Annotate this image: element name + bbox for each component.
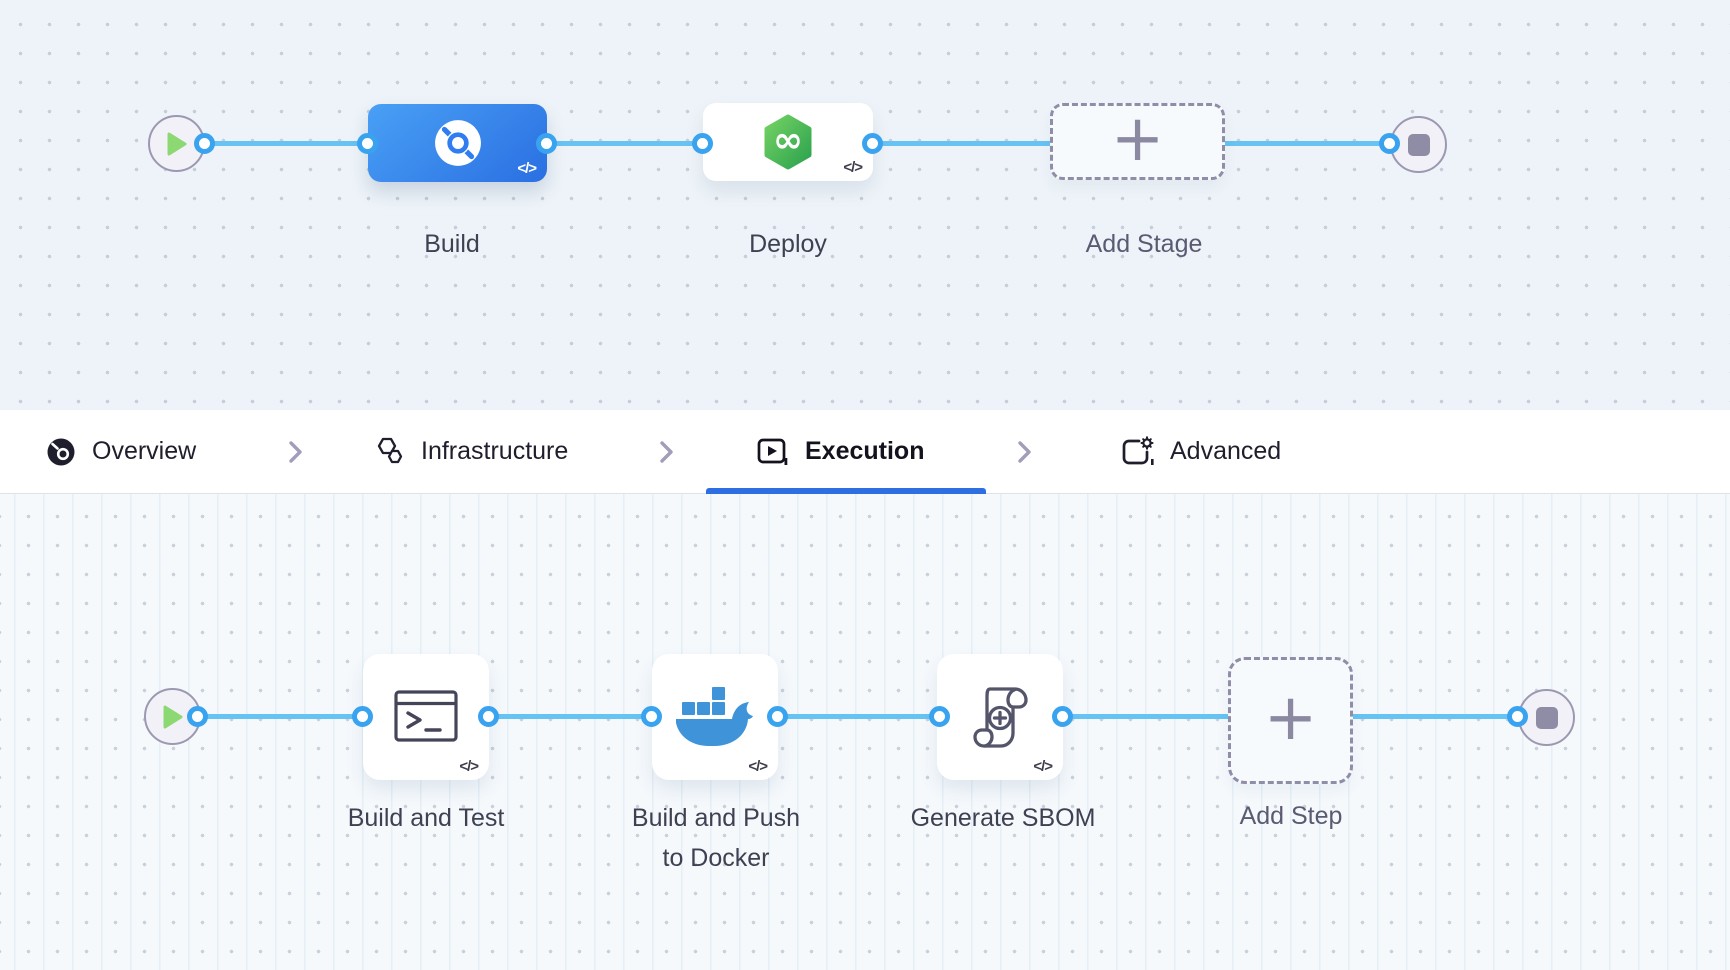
port-dot[interactable] [352, 706, 373, 727]
chevron-right-icon [287, 410, 305, 493]
harness-ci-icon [434, 120, 481, 166]
step-label-build-and-test: Build and Test [347, 804, 505, 832]
tab-label: Overview [92, 437, 197, 465]
infrastructure-icon [377, 437, 403, 463]
stage-label-add-stage: Add Stage [1085, 230, 1203, 258]
overview-icon [47, 438, 75, 465]
port-dot[interactable] [1379, 133, 1400, 154]
step-card-build-and-test[interactable]: </> [363, 654, 489, 780]
step-label-generate-sbom: Generate SBOM [910, 804, 1096, 832]
plus-icon: + [1110, 101, 1165, 176]
stop-icon [1535, 706, 1558, 729]
harness-cd-icon: ∞ [762, 114, 814, 170]
sbom-scroll-icon [973, 687, 1028, 748]
port-dot[interactable] [767, 706, 788, 727]
code-view-icon[interactable]: </> [843, 159, 863, 176]
docker-icon [676, 687, 753, 746]
chevron-right-icon [658, 410, 676, 493]
tab-overview[interactable]: Overview [44, 410, 196, 493]
stage-label-deploy: Deploy [749, 230, 827, 258]
terminal-icon [394, 690, 458, 742]
execution-canvas[interactable] [0, 494, 1730, 970]
code-view-icon[interactable]: </> [459, 758, 479, 775]
play-icon [167, 132, 186, 155]
active-tab-underline [706, 488, 986, 494]
plus-icon: + [1263, 680, 1318, 755]
stage-canvas[interactable] [0, 0, 1730, 410]
advanced-icon [1122, 435, 1154, 465]
code-view-icon[interactable]: </> [517, 160, 537, 177]
execution-icon [757, 438, 788, 465]
port-dot[interactable] [1052, 706, 1073, 727]
tab-infrastructure[interactable]: Infrastructure [373, 410, 568, 493]
chevron-right-icon [1016, 410, 1034, 493]
play-icon [163, 705, 182, 728]
stage-card-deploy[interactable]: ∞ </> [703, 103, 873, 181]
port-dot[interactable] [357, 133, 378, 154]
tab-execution[interactable]: Execution [755, 410, 924, 493]
pipeline-start-node [148, 115, 205, 172]
port-dot[interactable] [929, 706, 950, 727]
code-view-icon[interactable]: </> [1033, 758, 1053, 775]
tab-label: Advanced [1170, 437, 1282, 465]
step-label-build-and-push-to-docker: Build and Push to Docker [631, 804, 801, 872]
port-dot[interactable] [536, 133, 557, 154]
port-dot[interactable] [862, 133, 883, 154]
tab-advanced[interactable]: Advanced [1120, 410, 1281, 493]
add-step-button[interactable]: + [1228, 657, 1353, 784]
stage-card-build[interactable]: </> [368, 104, 547, 182]
step-connector-line [195, 714, 1522, 719]
stage-label-build: Build [424, 230, 480, 258]
port-dot[interactable] [187, 706, 208, 727]
tab-label: Execution [805, 437, 925, 465]
step-label-add-step: Add Step [1239, 802, 1343, 830]
port-dot[interactable] [194, 133, 215, 154]
step-card-generate-sbom[interactable]: </> [937, 654, 1063, 780]
code-view-icon[interactable]: </> [748, 758, 768, 775]
add-stage-button[interactable]: + [1050, 103, 1225, 180]
port-dot[interactable] [641, 706, 662, 727]
stop-icon [1407, 133, 1430, 156]
port-dot[interactable] [692, 133, 713, 154]
tab-label: Infrastructure [421, 437, 569, 465]
stage-config-tabbar: Overview Infrastructure E [0, 410, 1730, 494]
step-card-build-and-push-to-docker[interactable]: </> [652, 654, 778, 780]
port-dot[interactable] [478, 706, 499, 727]
port-dot[interactable] [1507, 706, 1528, 727]
